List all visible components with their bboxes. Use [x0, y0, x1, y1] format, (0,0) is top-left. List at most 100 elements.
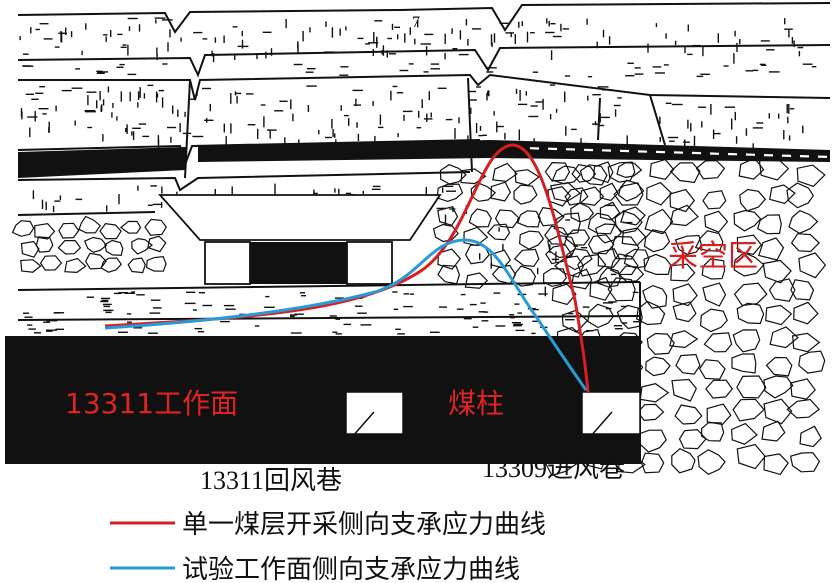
rubble-stone — [437, 248, 462, 270]
rubble-stone — [587, 212, 617, 235]
rubble-stone — [643, 229, 671, 253]
rubble-stone — [83, 236, 108, 253]
rubble-stone — [460, 168, 487, 185]
rubble-stone — [492, 162, 518, 183]
stratum-line-2 — [18, 73, 831, 101]
rubble-stone — [597, 267, 622, 288]
rubble-stone — [763, 453, 789, 476]
rubble-stone — [100, 257, 122, 273]
rubble-stone — [674, 234, 703, 255]
rubble-stone — [513, 184, 538, 205]
rubble-stone — [763, 398, 793, 425]
rubble-stone — [437, 264, 461, 285]
rubble-stone — [731, 353, 757, 374]
rubble-stone — [733, 252, 765, 277]
rubble-stone — [763, 375, 794, 399]
rubble-stone — [701, 258, 726, 280]
rubble-stone — [646, 332, 675, 355]
rubble-stone — [645, 356, 671, 377]
return-roadway-label: 13311回风巷 — [200, 466, 342, 495]
rubble-stone — [788, 210, 819, 234]
rubble-stone — [611, 235, 640, 260]
rubble-stone — [758, 237, 785, 261]
rubble-stone — [570, 268, 593, 290]
rubble-stone — [78, 215, 102, 234]
rubble-stone — [793, 301, 819, 325]
rubble-stone — [669, 204, 699, 227]
rubble-stone — [599, 201, 621, 221]
rubble-stone — [587, 303, 615, 329]
rubble-stone — [468, 208, 492, 228]
rubble-stone — [437, 206, 459, 227]
rubble-stone — [730, 422, 758, 445]
rubble-stone — [649, 158, 675, 180]
rubble-stone — [119, 220, 142, 234]
fracture-mid — [597, 97, 601, 141]
coal-pillar-label: 煤柱 — [448, 387, 504, 420]
rubble-stone — [765, 304, 793, 326]
rock-texture-dashes — [19, 17, 817, 335]
rubble-stone — [799, 425, 822, 448]
rubble-stone — [769, 326, 799, 349]
rubble-stone — [736, 443, 766, 470]
rubble-stone — [702, 282, 727, 307]
rubble-stone — [637, 403, 665, 422]
rubble-stone — [644, 208, 674, 235]
rubble-stone — [732, 398, 765, 422]
rubble-stone — [99, 222, 122, 240]
rubble-stone — [84, 252, 107, 270]
rubble-stone — [34, 222, 56, 240]
rubble-stone — [769, 184, 796, 205]
rubble-stone — [593, 161, 614, 184]
rubble-stone — [64, 257, 87, 274]
stratum-line-7 — [17, 315, 641, 321]
upper-coal-seam — [18, 147, 186, 178]
roadway-center-coal — [250, 242, 347, 284]
rubble-stone — [791, 332, 821, 353]
rubble-stone — [637, 429, 667, 453]
rubble-stone — [736, 375, 767, 399]
leader-return — [329, 411, 375, 463]
rubble-stone — [613, 182, 644, 206]
red-stress-curve — [104, 143, 590, 393]
rubble-stone — [547, 234, 577, 259]
rubble-stone — [577, 253, 607, 277]
rubble-stone — [589, 276, 613, 301]
rubble-stone — [147, 235, 167, 253]
rubble-stone — [796, 164, 826, 188]
rubble-stone — [544, 225, 569, 245]
rubble-stone — [790, 233, 820, 253]
rubble-stone — [579, 164, 608, 186]
rubble-stone — [57, 240, 82, 255]
rubble-stone — [514, 169, 540, 186]
stratum-line-5 — [17, 211, 156, 216]
rubble-stone — [544, 161, 571, 182]
rubble-stone — [765, 356, 793, 377]
rubble-stone — [127, 257, 146, 274]
rubble-stone — [704, 210, 729, 233]
rubble-stone — [35, 236, 54, 253]
rubble-stone — [20, 259, 42, 273]
rubble-stone — [669, 330, 699, 349]
rubble-stone — [518, 230, 545, 250]
legend: 单一煤层开采侧向支承应力曲线 试验工作面侧向支承应力曲线 — [110, 510, 546, 583]
rubble-stone — [607, 161, 636, 183]
rubble-stone — [702, 190, 727, 210]
rubble-stone — [733, 282, 768, 307]
rubble-stone — [695, 159, 726, 180]
rubble-stone — [616, 162, 643, 179]
rubble-stone — [678, 428, 707, 450]
rubble-stone — [756, 214, 782, 235]
rubble-stone — [464, 272, 489, 289]
rubble-stone — [739, 188, 767, 212]
rubble-stone — [790, 378, 816, 400]
rubble-stone — [436, 183, 464, 203]
rubble-stone — [738, 157, 765, 180]
upper-coal-seam-mid — [198, 140, 490, 162]
rubble-stone — [768, 278, 796, 302]
roof-caving-zone — [157, 194, 442, 241]
rubble-stone — [610, 253, 639, 276]
surface-mark: 7 — [412, 14, 420, 31]
rubble-stone — [607, 277, 636, 302]
